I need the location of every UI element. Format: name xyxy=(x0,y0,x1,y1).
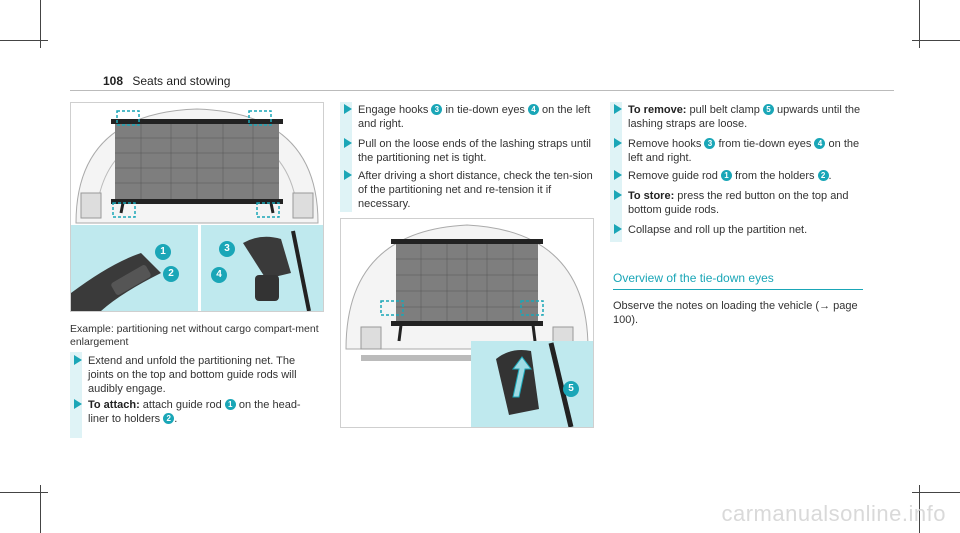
callout-2: 2 xyxy=(163,266,179,282)
step-text: . xyxy=(174,413,178,425)
step-arrow-icon xyxy=(614,138,622,148)
step-check-tension: After driving a short distance, check th… xyxy=(344,169,594,211)
step-text: After driving a short distance, check th… xyxy=(358,170,593,210)
step-text: on the head-liner to holders xyxy=(88,399,301,425)
step-text: Collapse and roll up the partition net. xyxy=(628,224,808,236)
step-remove-rod: Remove guide rod 1 from the holders 2. xyxy=(614,169,864,183)
page-number: 108 xyxy=(103,74,124,88)
callout-badge: 3 xyxy=(704,138,716,149)
crop-mark xyxy=(919,485,920,533)
callout-badge: 2 xyxy=(817,170,829,181)
callout-badge: 4 xyxy=(814,138,826,149)
callout-badge: 2 xyxy=(163,413,175,424)
step-arrow-icon xyxy=(74,399,82,409)
step-bold-label: To store: xyxy=(628,190,675,202)
crop-mark xyxy=(0,40,48,41)
step-text: Remove hooks xyxy=(628,138,705,150)
crop-mark xyxy=(912,492,960,493)
watermark: carmanualsonline.info xyxy=(721,501,946,526)
crop-mark xyxy=(0,492,48,493)
step-text: Pull on the loose ends of the lashing st… xyxy=(358,138,591,164)
callout-badge: 1 xyxy=(720,170,732,181)
crop-mark xyxy=(919,0,920,48)
step-store: To store: press the red button on the to… xyxy=(614,189,864,217)
step-text: from tie-down eyes xyxy=(715,138,815,150)
step-arrow-icon xyxy=(614,190,622,200)
step-bold-label: To remove: xyxy=(628,104,687,116)
step-text: attach guide rod xyxy=(139,399,225,411)
callout-3: 3 xyxy=(219,241,235,257)
step-arrow-icon xyxy=(344,104,352,114)
page-reference-link[interactable]: page 100). xyxy=(613,300,858,326)
step-text: pull belt clamp xyxy=(686,104,763,116)
step-bold-label: To attach: xyxy=(88,399,140,411)
arrow-right-icon: → xyxy=(819,300,831,312)
heading-rule xyxy=(613,289,863,290)
step-remove-hooks: Remove hooks 3 from tie-down eyes 4 on t… xyxy=(614,137,864,165)
figure-belt-clamp: 5 xyxy=(340,218,594,428)
figure-illustration xyxy=(345,224,593,427)
figure-illustration xyxy=(71,108,323,311)
step-text: in tie-down eyes xyxy=(442,104,528,116)
step-text: . xyxy=(828,170,832,182)
step-text: from the holders xyxy=(731,170,818,182)
section-heading: Overview of the tie-down eyes xyxy=(613,271,774,285)
step-remove: To remove: pull belt clamp 5 upwards unt… xyxy=(614,103,864,131)
note-loading: Observe the notes on loading the vehicle… xyxy=(613,299,863,327)
step-text: upwards until the lashing straps are loo… xyxy=(628,104,861,130)
step-extend: Extend and unfold the partitioning net. … xyxy=(74,354,320,396)
step-text: on the left and right. xyxy=(358,104,591,130)
step-arrow-icon xyxy=(614,170,622,180)
step-attach: To attach: attach guide rod 1 on the hea… xyxy=(74,398,320,426)
step-text: Engage hooks xyxy=(358,104,432,116)
step-text: Extend and unfold the partitioning net. … xyxy=(88,355,297,395)
header-rule xyxy=(70,90,894,91)
section-title: Seats and stowing xyxy=(132,74,231,88)
crop-mark xyxy=(40,485,41,533)
callout-badge: 3 xyxy=(431,104,443,115)
callout-badge: 5 xyxy=(762,104,774,115)
step-pull-straps: Pull on the loose ends of the lashing st… xyxy=(344,137,594,165)
step-text: on the left and right. xyxy=(628,138,860,164)
callout-badge: 1 xyxy=(224,399,236,410)
crop-mark xyxy=(40,0,41,48)
callout-4: 4 xyxy=(211,267,227,283)
step-text: press the red button on the top and bott… xyxy=(628,190,849,216)
page-header: 108 Seats and stowing xyxy=(103,74,230,88)
note-text: Observe the notes on loading the vehicle… xyxy=(613,300,820,312)
step-marker-bar xyxy=(340,102,352,212)
callout-5: 5 xyxy=(563,381,579,397)
step-arrow-icon xyxy=(614,104,622,114)
step-marker-bar xyxy=(70,352,82,438)
step-arrow-icon xyxy=(344,170,352,180)
crop-mark xyxy=(912,40,960,41)
step-arrow-icon xyxy=(614,224,622,234)
figure-partitioning-net: 1 2 3 4 xyxy=(70,102,324,312)
callout-1: 1 xyxy=(155,244,171,260)
step-collapse: Collapse and roll up the partition net. xyxy=(614,223,864,237)
step-engage-hooks: Engage hooks 3 in tie-down eyes 4 on the… xyxy=(344,103,594,131)
figure-caption: Example: partitioning net without cargo … xyxy=(70,323,319,348)
step-arrow-icon xyxy=(74,355,82,365)
step-text: Remove guide rod xyxy=(628,170,721,182)
callout-badge: 4 xyxy=(528,104,539,115)
step-arrow-icon xyxy=(344,138,352,148)
